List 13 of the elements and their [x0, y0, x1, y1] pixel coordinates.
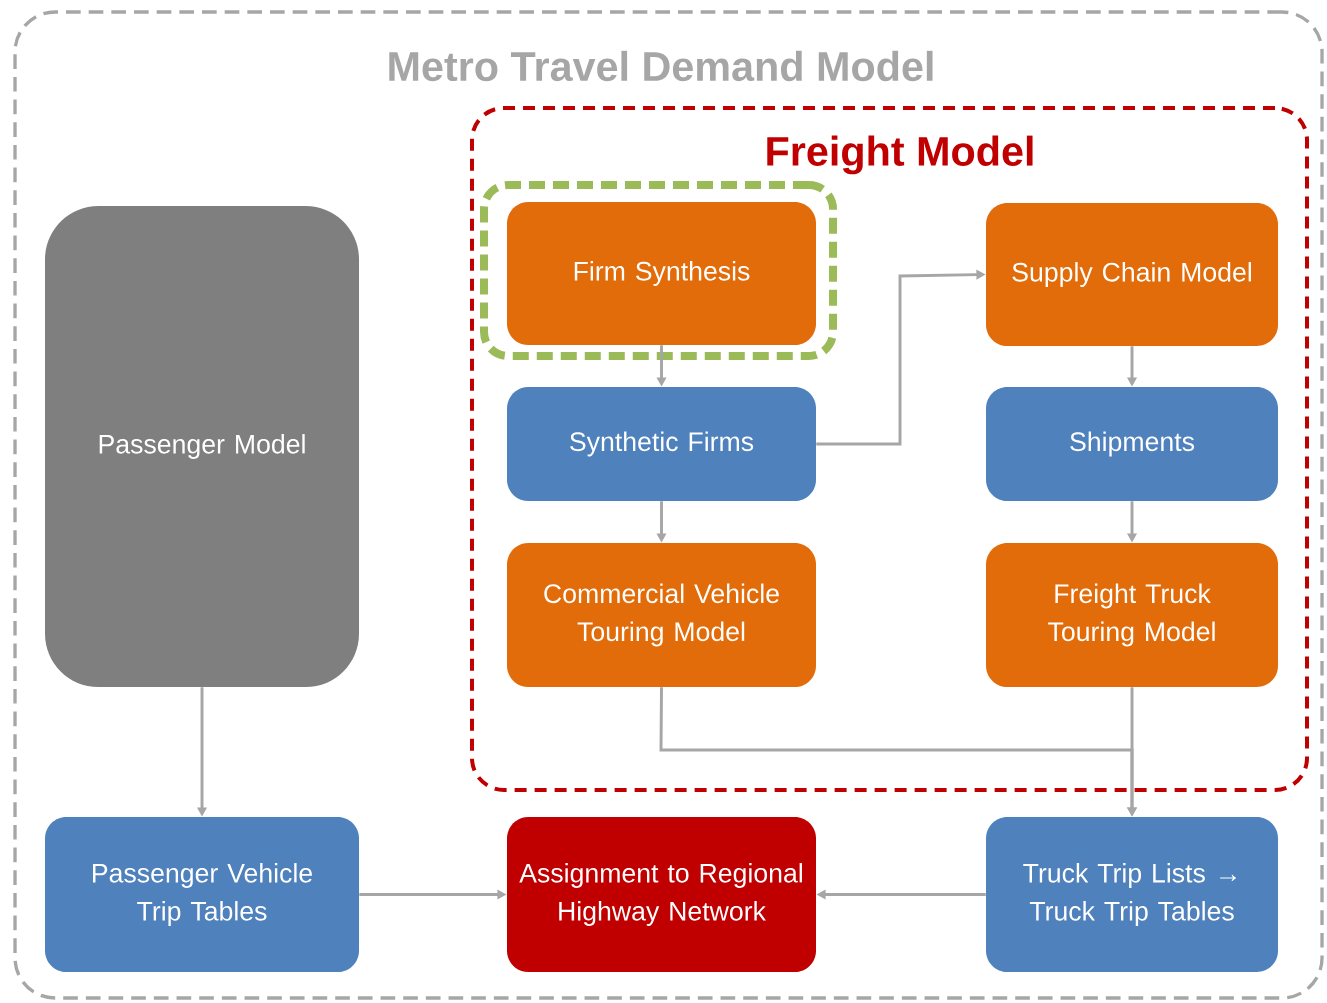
- data-box: Truck Trip Lists → Truck Trip Tables: [986, 817, 1278, 972]
- frame-title: Freight Model: [767, 135, 1033, 175]
- process-box: Passenger Model: [45, 206, 359, 687]
- process-box: Commercial Vehicle Touring Model: [507, 543, 816, 687]
- process-box: Firm Synthesis: [507, 202, 816, 345]
- frame-title: Metro Travel Demand Model: [389, 50, 933, 82]
- data-box: Shipments: [986, 387, 1278, 501]
- highlight-frame: [480, 181, 837, 360]
- process-box: Supply Chain Model: [986, 203, 1278, 346]
- process-box: Assignment to Regional Highway Network: [507, 817, 816, 972]
- process-box: Freight Truck Touring Model: [986, 543, 1278, 687]
- data-box: Passenger Vehicle Trip Tables: [45, 817, 359, 972]
- data-box: Synthetic Firms: [507, 387, 816, 501]
